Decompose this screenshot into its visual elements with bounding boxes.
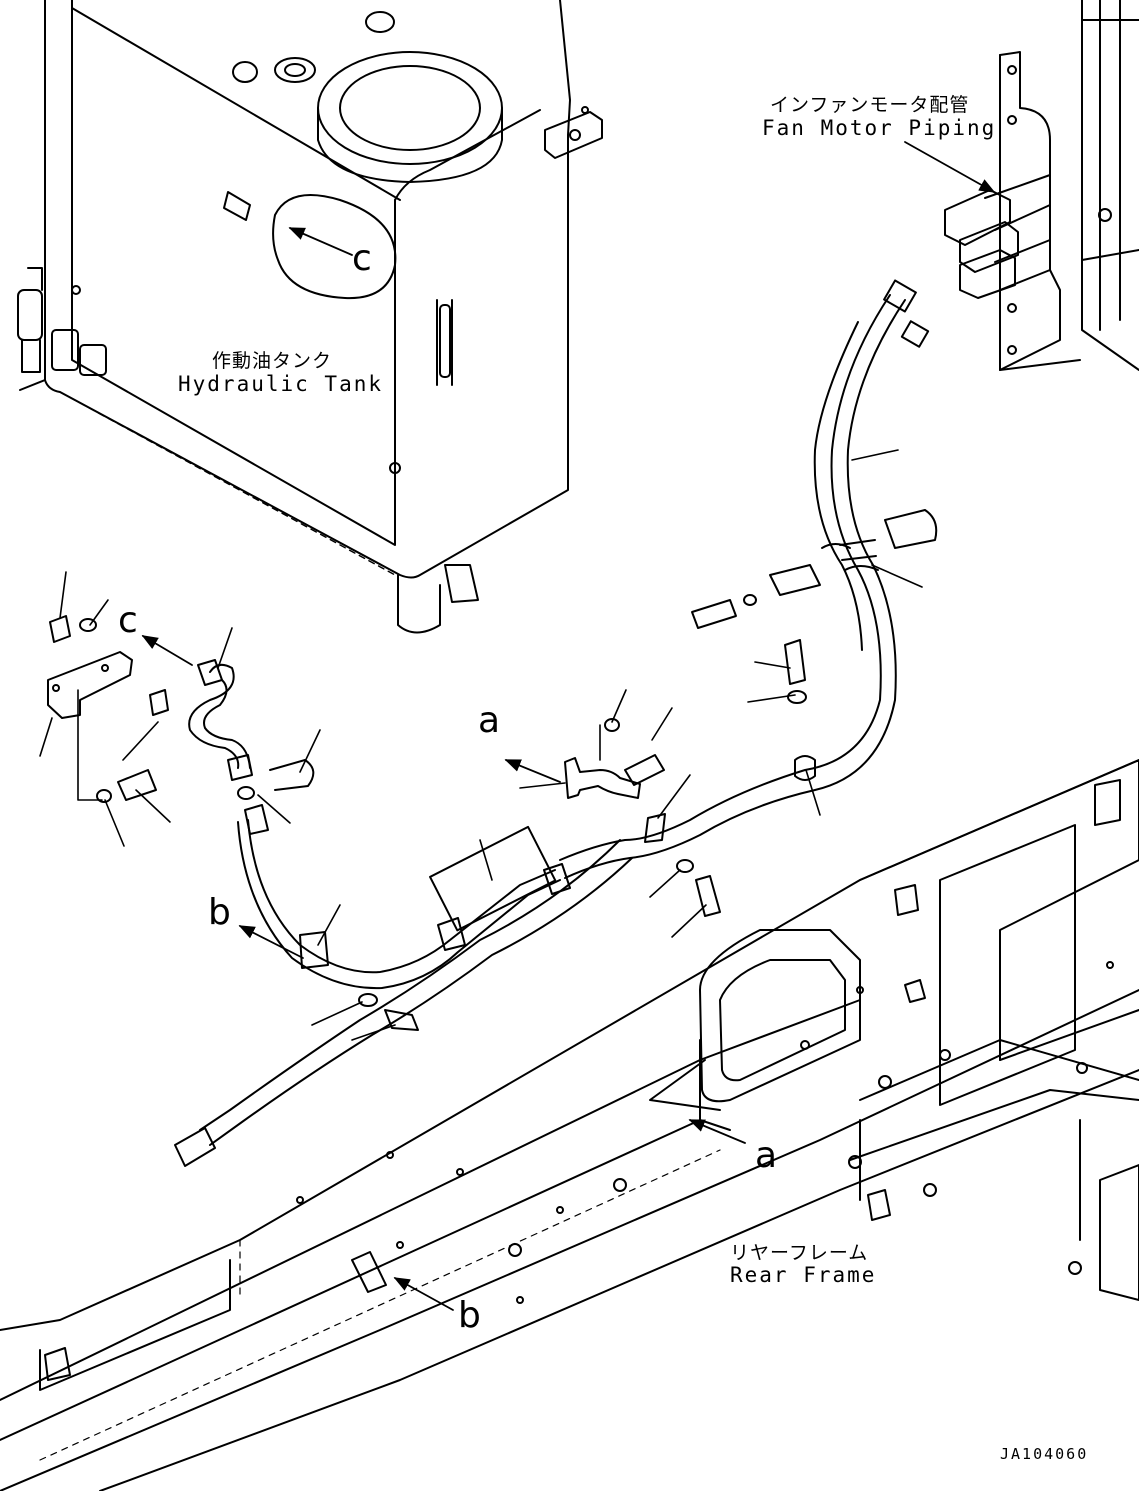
callout-c-hose: c [118,600,138,641]
tank-label-jp: 作動油タンク [212,350,333,372]
callout-c-tank: c [352,238,372,279]
fan-motor-label-jp: インファンモータ配管 [770,94,970,116]
callout-arrows [141,141,996,1311]
hydraulic-tank [17,0,603,634]
rear-frame [0,759,1139,1491]
callout-a-bracket: a [478,700,501,741]
rear-hose [174,839,721,1167]
left-hose-assembly [47,615,721,1031]
tank-label-en: Hydraulic Tank [178,372,384,396]
frame-label-en: Rear Frame [730,1263,877,1287]
frame-label-jp: リヤーフレーム [730,1242,869,1264]
drawing-code: JA104060 [1000,1445,1089,1463]
fan-motor-structure [944,0,1139,371]
callout-a-frame: a [755,1135,778,1176]
callout-b-hose: b [208,892,231,933]
main-hose [559,279,938,879]
fan-motor-label-en: Fan Motor Piping [762,116,997,140]
leader-lines [39,449,923,1041]
callout-b-frame: b [458,1295,481,1336]
